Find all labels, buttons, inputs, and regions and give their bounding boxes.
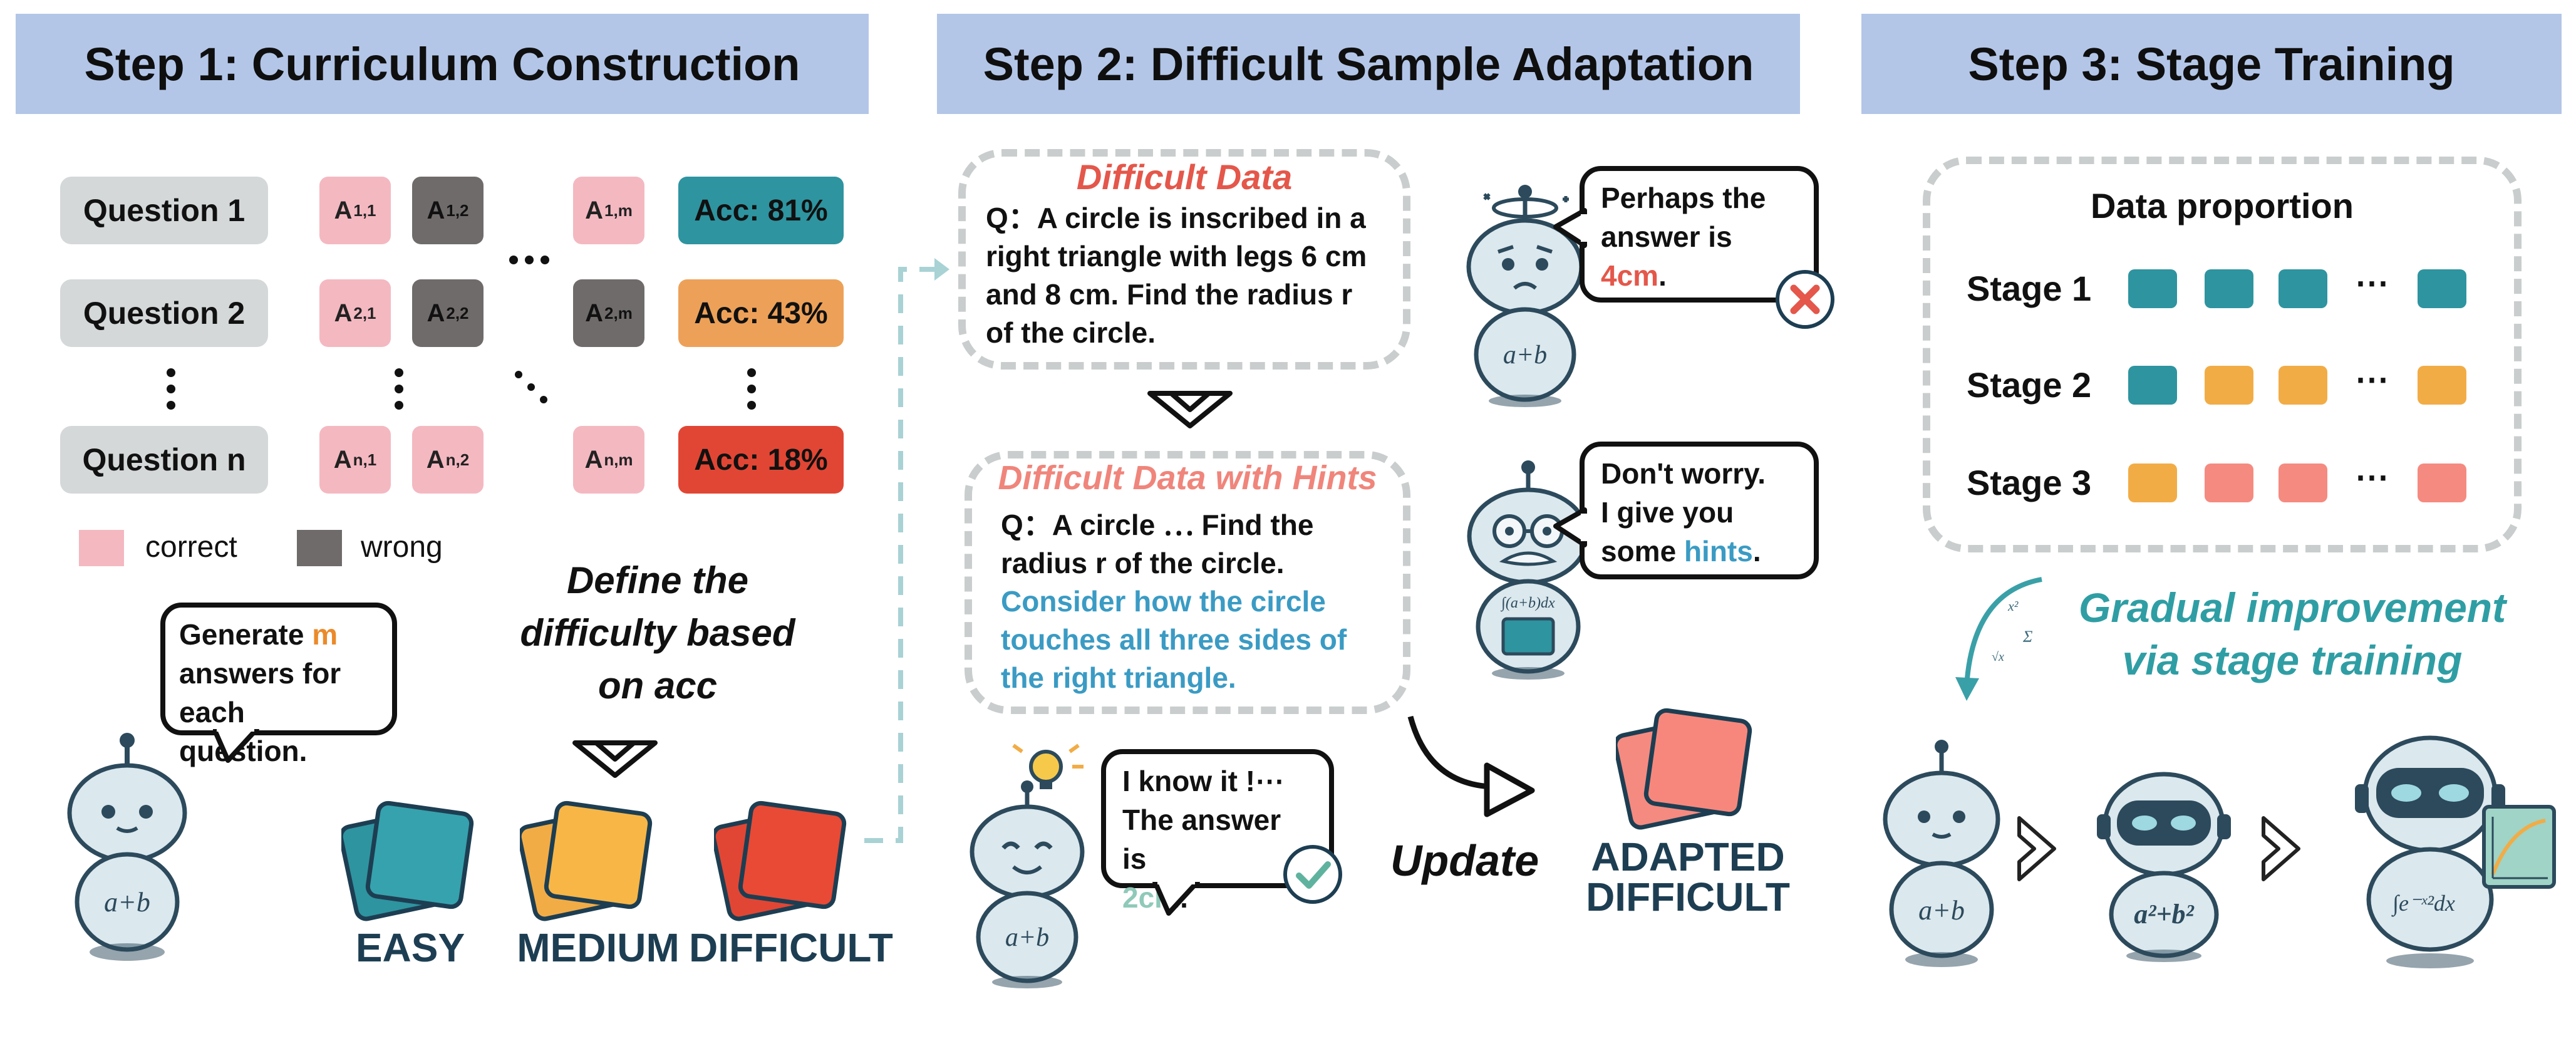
difficult-card-icon — [714, 800, 847, 921]
svg-text:a+b: a+b — [104, 887, 150, 918]
question-n-box: Question n — [60, 426, 268, 494]
generate-answers-bubble: Generate m answers for each question. — [160, 603, 397, 767]
question-2-box: Question 2 — [60, 279, 268, 347]
stage-sample-medium — [2418, 366, 2466, 405]
learning-robot-icon: a+b — [970, 743, 1085, 988]
stage-2-label: Stage 2 — [1967, 365, 2092, 405]
medium-card-icon — [520, 800, 653, 921]
define-difficulty-text: Define the difficulty based on acc — [520, 559, 795, 707]
correct-mark-icon — [1283, 845, 1342, 904]
gradual-improvement-text: Gradual improvement via stage training — [2078, 584, 2506, 683]
improvement-swoosh-icon: x² Σ √x — [1955, 577, 2042, 701]
stage-sample-easy — [2128, 269, 2177, 308]
question-1-box: Question 1 — [60, 177, 268, 244]
ellipsis-vertical — [167, 368, 175, 410]
easy-label: EASY — [355, 925, 465, 970]
svg-text:a+b: a+b — [1005, 923, 1049, 952]
legend-correct-label: correct — [145, 531, 237, 564]
data-proportion-title: Data proportion — [2091, 186, 2354, 225]
advanced-robot-icon: ∫e⁻ˣ²dx — [2355, 735, 2556, 968]
stage-sample-easy — [2128, 366, 2177, 405]
stage-ellipsis: ⋯ — [2355, 458, 2389, 496]
ellipsis-horizontal — [509, 256, 549, 264]
data-proportion-box — [1923, 157, 2522, 552]
step2-header: Step 2: Difficult Sample Adaptation — [937, 14, 1800, 114]
update-label: Update — [1390, 836, 1539, 885]
difficult-data-box — [958, 149, 1410, 370]
stage-sample-easy — [2418, 269, 2466, 308]
update-arrow-icon — [1407, 715, 1535, 817]
legend-wrong-swatch — [297, 530, 342, 566]
svg-text:∫e⁻ˣ²dx: ∫e⁻ˣ²dx — [2391, 891, 2455, 917]
teacher-robot-icon: ∫(a+b)dx — [1467, 460, 1590, 680]
bubble-tail — [213, 729, 259, 763]
chevron-right-icon — [2017, 816, 2056, 881]
hint-offer-bubble: Don't worry. I give you some hints. — [1580, 442, 1819, 579]
student-robot-icon: a+b — [67, 733, 187, 961]
accuracy-badge-low: Acc: 18% — [678, 426, 844, 494]
legend-wrong-label: wrong — [361, 531, 443, 564]
difficult-question-text: Q：A circle is inscribed in a right trian… — [986, 202, 1367, 349]
flow-connector-arrow — [864, 258, 949, 843]
stage-sample-difficult — [2418, 463, 2466, 502]
svg-text:a+b: a+b — [1918, 895, 1965, 926]
step3-header: Step 3: Stage Training — [1861, 14, 2562, 114]
ellipsis-vertical — [747, 368, 756, 410]
svg-text:x²: x² — [2007, 598, 2019, 614]
svg-text:Σ: Σ — [2022, 628, 2033, 646]
stage-sample-medium — [2279, 366, 2327, 405]
hints-question-text: Q：A circle ⋯ Find the radius r of the ci… — [1001, 509, 1347, 694]
difficult-label: DIFFICULT — [689, 925, 893, 970]
svg-text:a²+b²: a²+b² — [2134, 899, 2194, 929]
stage-sample-difficult — [2279, 463, 2327, 502]
confused-robot-icon: a+b — [1466, 185, 1584, 407]
ellipsis-vertical — [395, 368, 403, 410]
stage-3-label: Stage 3 — [1967, 463, 2092, 502]
hints-data-title: Difficult Data with Hints — [998, 459, 1377, 497]
stage-sample-easy — [2279, 269, 2327, 308]
step1-header: Step 1: Curriculum Construction — [16, 14, 869, 114]
accuracy-badge-medium: Acc: 43% — [678, 279, 844, 347]
wrong-answer-bubble: Perhaps the answer is 4cm. — [1580, 166, 1819, 303]
down-chevron-icon — [1147, 391, 1233, 428]
chevron-right-icon — [2262, 816, 2300, 881]
difficult-data-title: Difficult Data — [1076, 157, 1293, 197]
easy-card-icon — [341, 800, 474, 921]
wrong-mark-icon — [1776, 270, 1834, 329]
accuracy-badge-high: Acc: 81% — [678, 177, 844, 244]
stage-ellipsis: ⋯ — [2355, 264, 2389, 302]
stage-sample-medium — [2205, 366, 2253, 405]
stage-1-label: Stage 1 — [1967, 269, 2092, 308]
legend-correct-swatch — [79, 530, 124, 566]
svg-text:a+b: a+b — [1503, 341, 1547, 370]
ellipsis-diagonal — [515, 371, 547, 403]
down-chevron-icon — [572, 740, 658, 778]
medium-label: MEDIUM — [517, 925, 680, 970]
intermediate-robot-icon: a²+b² — [2097, 772, 2231, 962]
hints-data-box — [965, 451, 1410, 714]
adapted-difficult-label: ADAPTED DIFFICULT — [1586, 834, 1790, 919]
stage-sample-medium — [2128, 463, 2177, 502]
basic-robot-icon: a+b — [1883, 740, 2000, 967]
stage-sample-easy — [2205, 269, 2253, 308]
bubble-tail — [1152, 882, 1200, 916]
stage-sample-difficult — [2205, 463, 2253, 502]
svg-text:√x: √x — [1992, 650, 2004, 664]
adapted-difficult-card-icon — [1616, 708, 1752, 830]
svg-text:∫(a+b)dx: ∫(a+b)dx — [1500, 595, 1555, 612]
bubble-tail — [1553, 507, 1588, 547]
bubble-tail — [1553, 208, 1588, 248]
stage-ellipsis: ⋯ — [2355, 361, 2389, 398]
